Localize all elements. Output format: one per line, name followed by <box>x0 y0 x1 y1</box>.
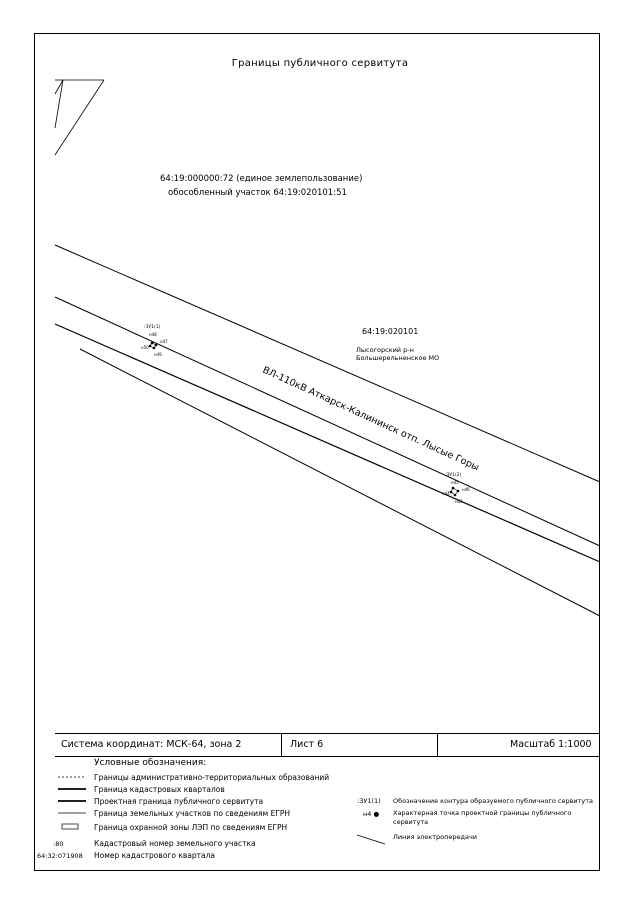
legend-label-parcel-number: Кадастровый номер земельного участка <box>94 839 256 848</box>
coordinate-system-label: Система координат: МСК-64, зона 2 <box>61 739 242 750</box>
map-title: Границы публичного сервитута <box>231 58 409 69</box>
district-label-line-1: Лысогорский р-н <box>356 346 414 354</box>
legend-label-quarter-boundary: Граница кадастровых кварталов <box>94 785 225 794</box>
servitude-contour-b <box>449 486 460 497</box>
protection-zone-lower-boundary <box>79 348 601 617</box>
legend-label-protection-zone: Граница охранной зоны ЛЭП по сведениям Е… <box>94 823 288 832</box>
legend-label-admin-boundary: Границы административно-территориальных … <box>94 773 330 782</box>
map-sheet-frame <box>34 33 600 871</box>
parcel-boundary-diagonal-2 <box>54 79 64 129</box>
scale-label: Масштаб 1:1000 <box>510 739 592 750</box>
parcel-upper-boundary <box>54 296 601 547</box>
parcel-boundary-diagonal-1 <box>54 79 64 95</box>
point-label-b-1: н45 <box>451 480 459 485</box>
legend-label-servitude-boundary: Проектная граница публичного сервитута <box>94 797 264 806</box>
contour-label-a: :ЗУ1(1) <box>144 324 161 330</box>
legend-label-power-line: Линия электропередачи <box>393 833 478 841</box>
point-label-a-4: н49 <box>154 352 162 357</box>
point-label-a-1: н48 <box>149 332 157 337</box>
legend-sample-contour: :ЗУ1(1) <box>357 797 381 805</box>
point-label-a-3: н50 <box>141 345 149 350</box>
stamp-divider-1 <box>281 734 282 756</box>
legend-label-contour: Обозначение контура образуемого публично… <box>393 797 594 805</box>
point-label-a-2: н47 <box>160 339 168 344</box>
legend-label-parcel-boundary: Граница земельных участков по сведениям … <box>94 809 291 818</box>
legend-label-quarter-number: Номер кадастрового квартала <box>94 851 215 860</box>
parcel-label-line-1: 64:19:000000:72 (единое землепользование… <box>160 174 363 184</box>
quarter-number-label: 64:19:020101 <box>362 327 419 336</box>
legend-heading: Условные обозначения: <box>94 758 207 768</box>
legend-symbol-power-line <box>356 834 386 845</box>
sheet-number-label: Лист 6 <box>290 739 324 750</box>
parcel-boundary-diagonal-3 <box>54 79 105 156</box>
contour-label-b: :ЗУ1(2) <box>445 472 462 478</box>
stamp-row: Система координат: МСК-64, зона 2 Лист 6… <box>55 733 600 757</box>
legend-sample-parcel-number: :80 <box>53 840 64 848</box>
point-label-b-3: н44 <box>442 491 450 496</box>
point-label-b-4: н43 <box>455 499 463 504</box>
legend-sample-quarter-number: 64:32:071908 <box>37 852 83 860</box>
parcel-label-line-2: обособленный участок 64:19:020101:51 <box>168 188 347 198</box>
power-line <box>54 323 601 563</box>
power-line-label: ВЛ-110кВ Аткарск-Калининск отп. Лысые Го… <box>261 365 481 474</box>
stamp-divider-2 <box>437 734 438 756</box>
district-label-line-2: Большерельненское МО <box>356 354 440 362</box>
legend-symbol-protection-zone <box>61 823 79 830</box>
point-label-b-2: н46 <box>462 487 470 492</box>
legend-sample-point: н4 ● <box>363 810 380 818</box>
servitude-contour-a <box>148 341 158 350</box>
protection-zone-upper-boundary <box>54 244 601 483</box>
legend-label-point: Характерная точка проектной границы публ… <box>393 809 572 826</box>
